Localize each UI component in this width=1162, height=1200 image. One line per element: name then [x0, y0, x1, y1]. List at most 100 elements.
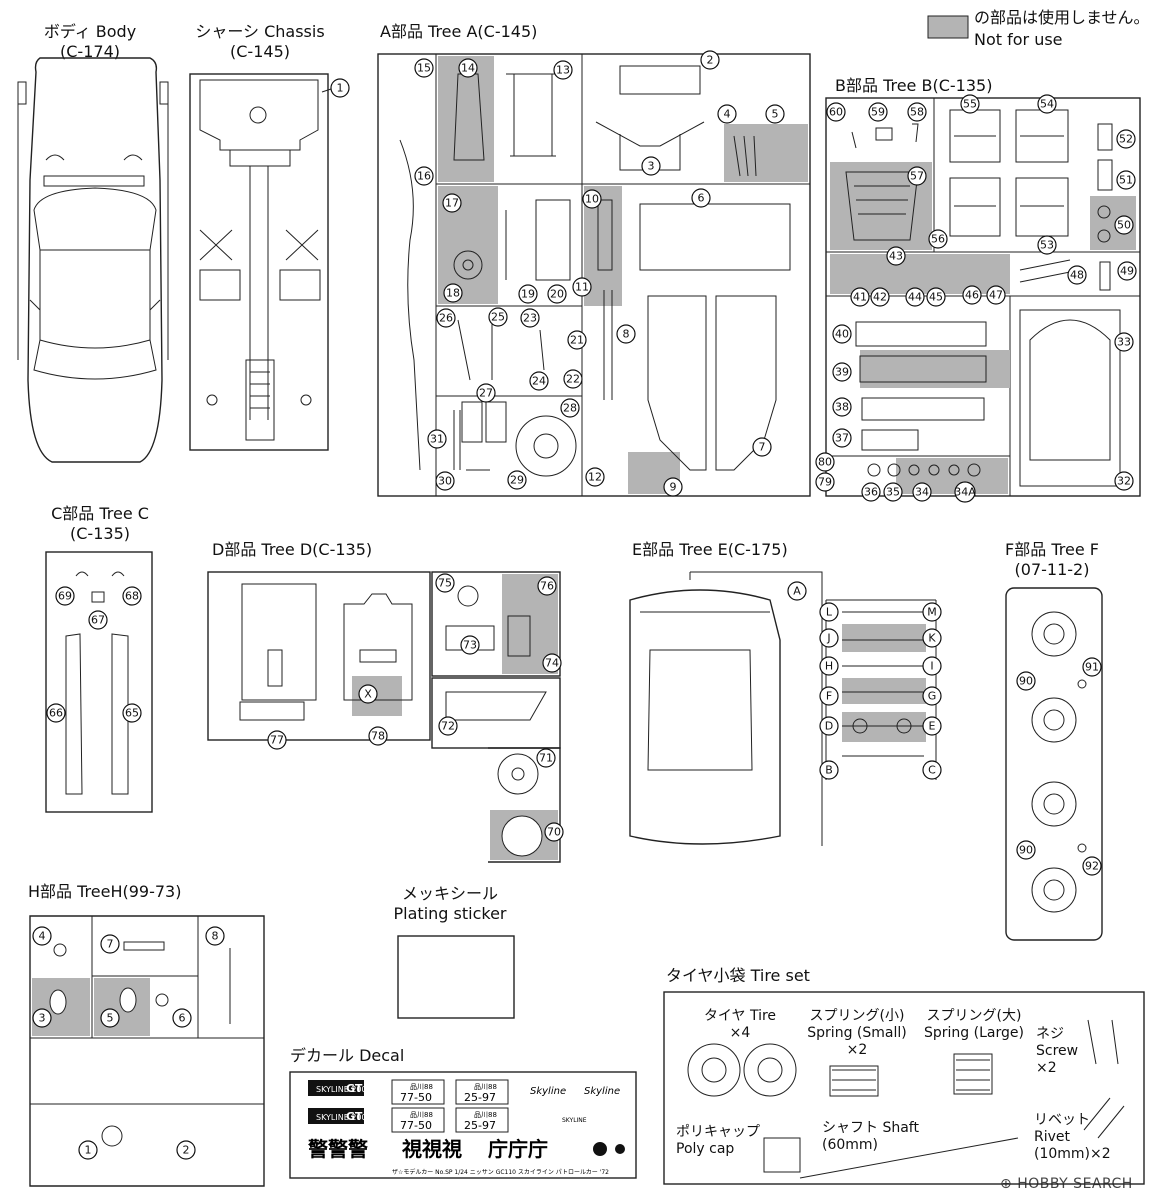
callout-circle: [1016, 671, 1036, 691]
tree-d-frame: [207, 571, 561, 863]
callout-circle: [567, 330, 587, 350]
part-number-tree-a: 19: [521, 288, 535, 301]
callout-circle: [861, 482, 881, 502]
tree-c-title: C部品 Tree C(C-135): [51, 504, 149, 543]
callout-circle: [819, 628, 839, 648]
callout-circle: [122, 703, 142, 723]
tire-set-title: タイヤ小袋 Tire set: [666, 966, 810, 985]
callout-circle: [55, 586, 75, 606]
part-number-tree-a: 3: [648, 160, 655, 173]
part-number-tree-a: 31: [430, 433, 444, 446]
callout-circle: [563, 369, 583, 389]
part-number-tree-a: 22: [566, 373, 580, 386]
part-number-tree-b: 48: [1070, 269, 1084, 282]
part-number-tree-b: 59: [871, 106, 885, 119]
callout-circle: [442, 193, 462, 213]
callout-circle: [819, 656, 839, 676]
decal-plate-a1b: 品川88: [410, 1111, 433, 1119]
callout-circle: [267, 730, 287, 750]
body-title: ボディ Body(C-174): [43, 22, 137, 61]
callout-circle: [32, 1008, 52, 1028]
part-number-tree-b: 58: [910, 106, 924, 119]
callout-circle: [32, 926, 52, 946]
decal-kanji-2: 視視視: [401, 1137, 462, 1161]
callout-circle: [547, 284, 567, 304]
callout-circle: [1114, 332, 1134, 352]
callout-circle: [414, 166, 434, 186]
callout-circle: [907, 102, 927, 122]
decal-footer: ザ☆モデルカー No.SP 1/24 ニッサン GC110 スカイライン パトロ…: [392, 1168, 609, 1176]
part-number-tree-d: 78: [371, 730, 385, 743]
callout-circle: [488, 307, 508, 327]
callout-circle: [870, 287, 890, 307]
decal-rear: SKYLINE: [562, 1117, 587, 1124]
callout-circle: [832, 324, 852, 344]
part-number-tree-a: 17: [445, 197, 459, 210]
part-number-tree-b: 80: [818, 456, 832, 469]
callout-circle: [765, 104, 785, 124]
part-number-tree-b: 57: [910, 170, 924, 183]
tire-set-box: [663, 991, 1145, 1185]
callout-circle: [907, 166, 927, 186]
part-number-tree-b: 35: [886, 486, 900, 499]
part-number-tree-b: 44: [908, 291, 922, 304]
chassis-title: シャーシ Chassis(C-145): [195, 22, 325, 61]
callout-circle: [544, 822, 564, 842]
callout-circle: [553, 60, 573, 80]
callout-circle: [507, 470, 527, 490]
callout-circle: [529, 371, 549, 391]
callout-circle: [1037, 94, 1057, 114]
part-number-tree-a: 16: [417, 170, 431, 183]
part-number-tree-a: 27: [479, 387, 493, 400]
callout-circle: [100, 1008, 120, 1028]
callout-circle: [358, 684, 378, 704]
callout-circle: [832, 428, 852, 448]
callout-circle: [172, 1008, 192, 1028]
callout-circle: [438, 716, 458, 736]
decal-plate-a2b: 77-50: [400, 1119, 432, 1132]
part-number-tree-b: 53: [1040, 239, 1054, 252]
decal-brand-2: SKYLINE 2000: [316, 1113, 372, 1122]
part-number-tree-h: 7: [107, 938, 114, 951]
part-number-tree-d: X: [364, 688, 372, 701]
legend-text-en: Not for use: [974, 30, 1063, 49]
part-number-tree-a: 4: [724, 108, 731, 121]
tree-f-frame: [1005, 587, 1103, 941]
tire-label: タイヤ Tire×4: [703, 1008, 777, 1041]
part-number-tree-a: 13: [556, 64, 570, 77]
part-number-tree-d: 76: [540, 580, 554, 593]
part-number-tree-b: 34: [915, 486, 929, 499]
part-number-tree-e: F: [826, 690, 832, 703]
callout-circle: [476, 383, 496, 403]
callout-circle: [368, 726, 388, 746]
part-number-tree-b: 33: [1117, 336, 1131, 349]
part-number-tree-c: 66: [49, 707, 63, 720]
part-number-tree-a: 15: [417, 62, 431, 75]
callout-circle: [986, 285, 1006, 305]
part-number-tree-a: 7: [759, 441, 766, 454]
part-number-tree-b: 39: [835, 366, 849, 379]
part-number-tree-e: A: [793, 585, 801, 598]
part-number-tree-b: 37: [835, 432, 849, 445]
tree-c-frame: [45, 551, 153, 813]
part-number-tree-e: K: [928, 632, 936, 645]
decal-script-1: Skyline: [530, 1086, 566, 1097]
spring-large-label: スプリング(大)Spring (Large): [924, 1008, 1024, 1041]
decal-plate-b1b: 品川88: [474, 1111, 497, 1119]
callout-circle: [819, 716, 839, 736]
callout-circle: [176, 1140, 196, 1160]
decal-sheet: SKYLINE 2000 GT SKYLINE 2000 GT 品川88 77-…: [289, 1071, 637, 1179]
callout-circle: [537, 576, 557, 596]
part-number-tree-b: 43: [889, 250, 903, 263]
part-number-tree-e: C: [928, 764, 936, 777]
callout-circle: [443, 283, 463, 303]
callout-circle: [1082, 856, 1102, 876]
part-number-tree-a: 12: [588, 471, 602, 484]
decal-kanji-3: 庁庁庁: [488, 1137, 548, 1161]
part-number-tree-h: 6: [179, 1012, 186, 1025]
part-number-tree-f: 91: [1085, 661, 1099, 674]
